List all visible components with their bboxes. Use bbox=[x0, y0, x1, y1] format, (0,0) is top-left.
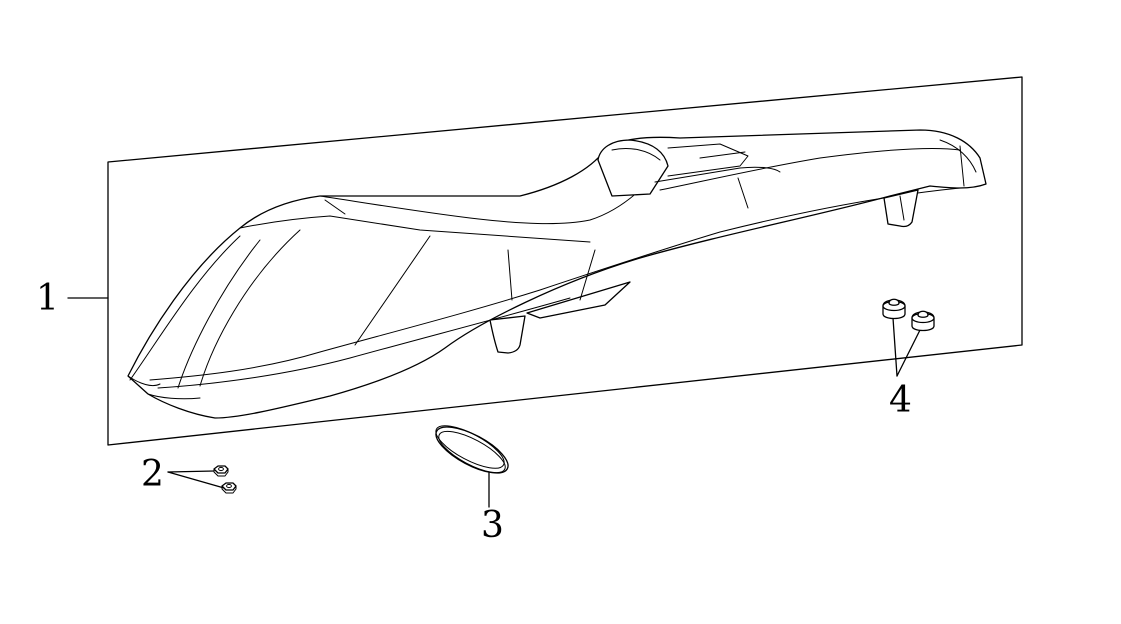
assembly-frame bbox=[107, 76, 1023, 446]
ring-drawing bbox=[435, 425, 509, 474]
bushing-drawing-left bbox=[882, 298, 906, 320]
callout-3: 3 bbox=[481, 505, 504, 546]
nut-drawing-lower bbox=[221, 482, 237, 494]
leader-line-2 bbox=[167, 470, 225, 489]
seat-drawing bbox=[127, 129, 987, 419]
bushing-drawing-right bbox=[911, 310, 935, 332]
nut-drawing-upper bbox=[213, 465, 229, 477]
callout-2: 2 bbox=[141, 454, 164, 495]
leader-line-4 bbox=[892, 317, 923, 377]
callout-4: 4 bbox=[889, 380, 912, 421]
callout-1: 1 bbox=[36, 278, 59, 319]
